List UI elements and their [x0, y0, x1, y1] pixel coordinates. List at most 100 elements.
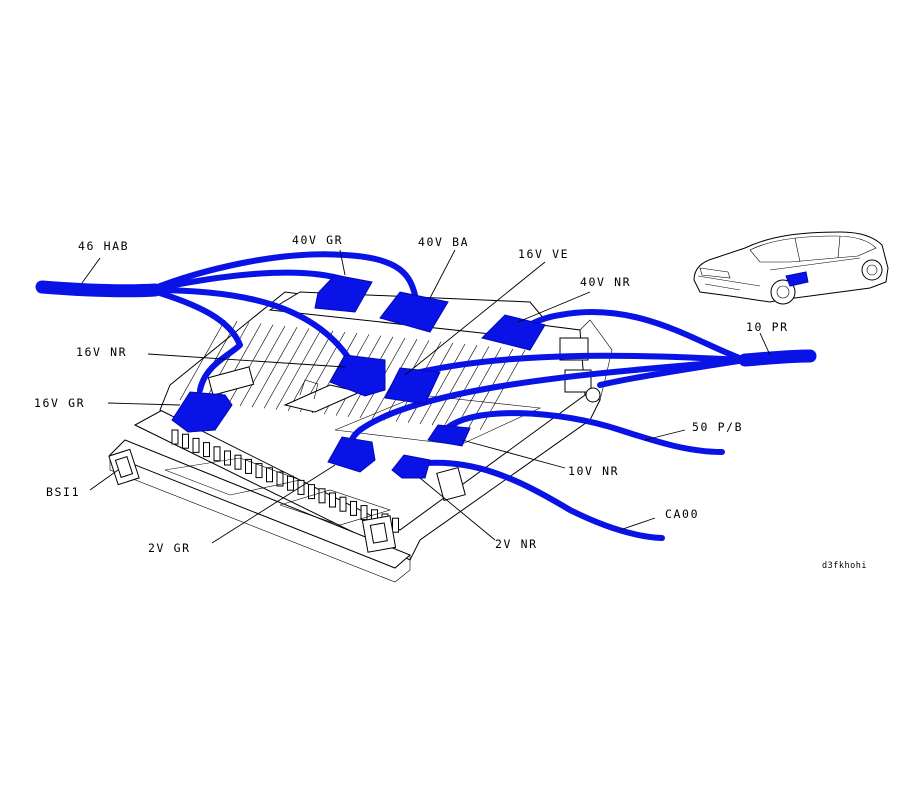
- hatch-line: [263, 328, 310, 409]
- bsi-fuse-row: [171, 429, 399, 533]
- label-ca00: CA00: [665, 507, 699, 521]
- label-16v-gr: 16V GR: [34, 396, 85, 410]
- fuse-slot: [224, 450, 231, 466]
- harness-trunk-10pr: [738, 349, 817, 367]
- bsi-recess-detail: [299, 379, 319, 400]
- bsi-screw: [585, 387, 601, 403]
- fuse-slot: [308, 484, 315, 500]
- bsi-unit: [108, 291, 613, 583]
- leader-16v-nr: [147, 353, 346, 368]
- leader-ca00: [619, 517, 656, 531]
- connector-10v-nr: [427, 424, 471, 447]
- car-locator-icon: [693, 231, 889, 305]
- car-pillar-1: [794, 237, 801, 263]
- label-2v-gr: 2V GR: [148, 541, 191, 555]
- bsi-left-clip-inner: [114, 455, 134, 479]
- hatch-line: [275, 329, 322, 410]
- car-rear-hub: [866, 264, 878, 276]
- car-front-line: [697, 275, 761, 287]
- bsi-front-edge: [109, 455, 411, 583]
- label-16v-ve: 16V VE: [518, 247, 569, 261]
- car-side-line: [769, 257, 861, 271]
- fuse-slot: [203, 442, 210, 458]
- connector-40v-nr: [481, 314, 546, 351]
- leader-40v-nr: [517, 291, 591, 323]
- hatch-line: [239, 325, 286, 407]
- bsi-right-clip-inner: [369, 522, 388, 544]
- callout-labels: 46 HAB 40V GR 40V BA 16V VE 40V NR 16V N…: [34, 233, 867, 571]
- connector-16v-ve: [384, 367, 441, 405]
- label-46-hab: 46 HAB: [78, 239, 129, 253]
- fuse-slot: [171, 429, 179, 445]
- leader-10pr: [759, 332, 771, 356]
- connector-2v-gr: [327, 436, 376, 473]
- fuse-slot: [182, 433, 189, 449]
- hatch-line: [419, 343, 466, 425]
- fuse-slot: [392, 517, 399, 533]
- label-40v-ba: 40V BA: [418, 235, 469, 249]
- leader-2v-nr: [419, 477, 496, 541]
- label-40v-nr: 40V NR: [580, 275, 631, 289]
- hatch-line: [179, 319, 226, 401]
- fuse-slot: [318, 488, 326, 504]
- leader-40v-ba: [429, 249, 456, 299]
- label-bsi1: BSI1: [46, 485, 80, 499]
- leader-lines: [81, 249, 771, 544]
- harness-branch-50pb: [442, 410, 725, 455]
- bsi-lower-socket: [436, 467, 466, 501]
- car-bsi-location-marker: [785, 271, 809, 287]
- bsi-lower-panel: [334, 394, 542, 446]
- connector-40v-gr: [314, 274, 373, 313]
- car-pillar-2: [837, 235, 841, 259]
- fuse-slot: [339, 496, 347, 512]
- hatch-line: [227, 324, 274, 405]
- fuse-slot: [266, 467, 273, 483]
- harness-branch-16v-gr: [147, 287, 243, 393]
- reference-code: d3fkhohi: [822, 561, 867, 571]
- leader-16v-ve: [404, 261, 546, 376]
- fuse-slot: [245, 458, 252, 474]
- fuse-slot: [350, 500, 357, 516]
- harness-branch-40v-gr: [147, 269, 348, 293]
- label-10v-nr: 10V NR: [568, 464, 619, 478]
- harness-branch-bsi-side: [597, 357, 748, 388]
- fuse-slot: [360, 505, 368, 521]
- hatch-line: [287, 330, 334, 411]
- harness-trunk-46hab: [35, 280, 162, 298]
- fuse-slot: [234, 454, 242, 470]
- label-40v-gr: 40V GR: [292, 233, 343, 247]
- bsi-front-panel: [164, 457, 302, 496]
- connector-2v-nr: [391, 454, 431, 479]
- leader-46hab: [81, 257, 101, 284]
- car-rear-wheel: [861, 259, 883, 281]
- leader-10v-nr: [461, 439, 566, 469]
- bsi-left-socket: [207, 366, 255, 396]
- harness-branch-16v-ve: [417, 352, 748, 375]
- hatch-line: [251, 327, 298, 408]
- car-front-hub: [776, 285, 790, 299]
- label-2v-nr: 2V NR: [495, 537, 538, 551]
- car-windows: [749, 235, 877, 263]
- car-headlight: [699, 267, 731, 279]
- connector-16v-gr: [171, 391, 233, 433]
- label-10-pr: 10 PR: [746, 320, 789, 334]
- fuse-slot: [297, 479, 305, 495]
- bsi-front-panel-2: [279, 489, 391, 526]
- fuse-slot: [213, 446, 221, 462]
- leader-16v-gr: [107, 402, 181, 406]
- car-grille: [704, 283, 741, 291]
- fuse-slot: [276, 471, 284, 487]
- fuse-slot: [287, 475, 294, 491]
- connector-40v-ba: [379, 291, 449, 333]
- leader-40v-gr: [339, 249, 346, 276]
- harness-branch-center: [147, 287, 353, 363]
- fuse-slot: [329, 492, 336, 508]
- hatch-line: [431, 345, 478, 426]
- fuse-slot: [192, 437, 200, 453]
- harness-branch-ca00: [407, 459, 665, 541]
- leader-bsi1: [89, 469, 119, 491]
- label-16v-nr: 16V NR: [76, 345, 127, 359]
- fuse-slot: [255, 463, 263, 479]
